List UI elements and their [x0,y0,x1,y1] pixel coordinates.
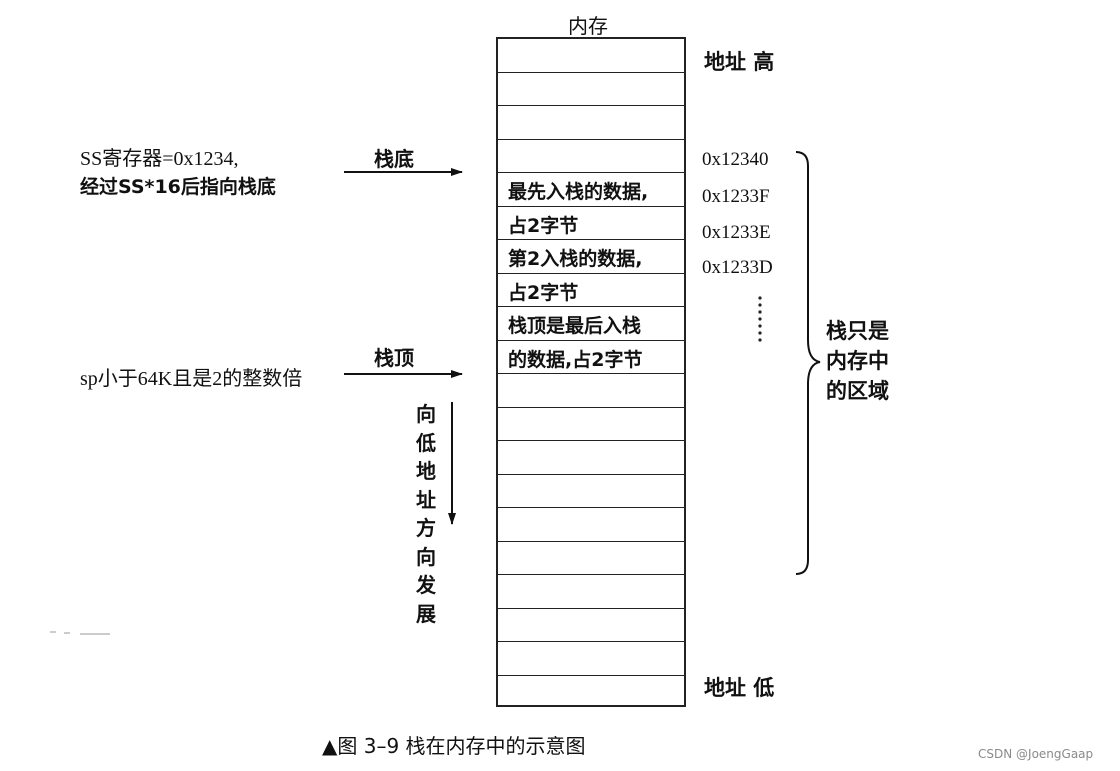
memory-cell: 最先入栈的数据, [498,173,684,207]
memory-cell: 第2入栈的数据, [498,240,684,274]
memory-cell [498,508,684,542]
memory-cell [498,642,684,676]
memory-cell [498,542,684,575]
grow-char: 向 [416,544,436,569]
memory-cell-text: 第2入栈的数据, [508,248,643,270]
address-2: 0x1233E [702,222,771,243]
grow-char: 地 [416,459,436,483]
memory-cell [498,374,684,408]
grow-char: 低 [416,430,436,455]
memory-cell-text: 最先入栈的数据, [508,181,649,203]
memory-cell [498,609,684,642]
memory-cell: 占2字节 [498,207,684,240]
scan-marks [50,631,110,635]
brace-label-line: 内存中 [826,349,889,373]
grow-char: 方 [416,516,436,540]
memory-cell [498,39,684,73]
watermark: CSDN @JoengGaap [978,747,1094,761]
ss-register-note-line2: 经过SS*16后指向栈底 [80,176,276,198]
address-low-label: 地址 低 [704,676,775,700]
memory-cell-text: 占2字节 [508,281,579,304]
grow-char: 发 [416,573,436,597]
memory-cell [498,475,684,508]
memory-cell: 栈顶是最后入栈 [498,307,684,341]
memory-cell-text: 栈顶是最后入栈 [508,315,642,337]
ellipsis-dots [758,296,762,342]
memory-title: 内存 [568,14,608,38]
memory-cell-text: 的数据,占2字节 [508,348,643,371]
memory-cell [498,441,684,475]
brace-label: 栈只是 内存中 的区域 [826,316,889,406]
brace-label-line: 的区域 [826,379,889,403]
address-1: 0x1233F [702,186,770,207]
memory-cell [498,73,684,106]
brace-label-line: 栈只是 [826,319,889,343]
stack-top-label: 栈顶 [374,346,414,370]
memory-cell [498,408,684,441]
address-high-label: 地址 高 [704,50,775,74]
address-3: 0x1233D [702,257,773,278]
memory-cell: 的数据,占2字节 [498,341,684,374]
memory-cell [498,106,684,140]
grow-char: 展 [416,601,436,626]
grow-char: 向 [416,402,436,426]
right-brace [795,151,821,575]
memory-cell-text: 占2字节 [508,214,579,237]
memory-cell [498,140,684,173]
memory-cell [498,575,684,609]
ss-register-note-line1: SS寄存器=0x1234, [80,148,239,170]
sp-note: sp小于64K且是2的整数倍 [80,368,303,390]
grow-char: 址 [416,487,436,512]
grow-direction-label: 向 低 地 址 方 向 发 展 [416,400,436,628]
memory-cell: 占2字节 [498,274,684,307]
address-0: 0x12340 [702,149,769,170]
stack-bottom-label: 栈底 [374,147,414,171]
figure-caption: ▲图 3–9 栈在内存中的示意图 [322,734,586,758]
memory-column: 最先入栈的数据,占2字节第2入栈的数据,占2字节栈顶是最后入栈的数据,占2字节 [496,37,686,707]
